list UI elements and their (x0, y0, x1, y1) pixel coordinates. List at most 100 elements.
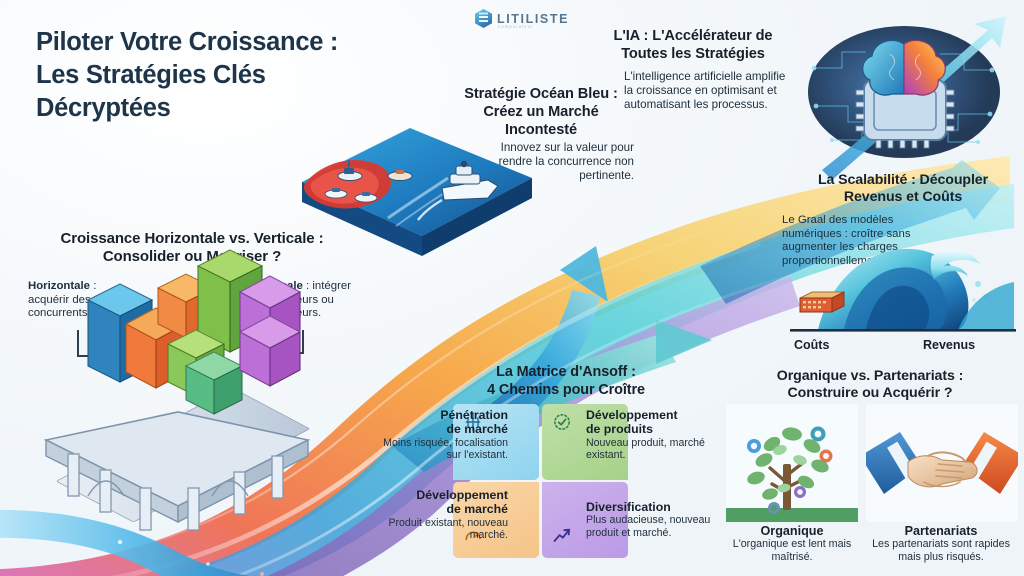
brain-icon (862, 39, 946, 96)
river-sparkle-3 (260, 572, 264, 576)
cost-box (799, 291, 845, 313)
ansoff-heading-1: La Matrice d'Ansoff : (496, 364, 636, 380)
growth-cubes-illustration (28, 249, 358, 550)
gear-icon-blue (747, 439, 761, 453)
devmarche-title-2: de marché (446, 502, 508, 517)
blue-ocean-illustration (302, 128, 532, 256)
ansoff-quadrant-penetration[interactable] (453, 404, 539, 480)
partenariats-caption-body: Les partenariats sont rapides mais plus … (872, 538, 1010, 563)
caption-organique: Organique L'organique est lent mais maît… (726, 524, 858, 563)
page-title: Piloter Votre Croissance : Les Stratégie… (36, 26, 366, 125)
ansoff-label-dev-marche: Développement de marché Produit existant… (358, 488, 508, 541)
devmarche-body: Produit existant, nouveau marché. (388, 516, 508, 541)
axis-label-couts: Coûts (794, 338, 830, 352)
platform-columns (43, 411, 311, 531)
partenariats-caption-title: Partenariats (904, 524, 978, 538)
ribbon-blue-arrowhead (560, 246, 608, 302)
org-heading-2: Construire ou Acquérir ? (787, 385, 953, 402)
scalability-wave-chart (790, 248, 1016, 332)
section-heading-ansoff: La Matrice d'Ansoff : 4 Chemins pour Cro… (430, 364, 702, 399)
cube-teal (184, 351, 244, 415)
section-heading-ocean-bleu: Stratégie Océan Bleu : Créez un Marché I… (448, 86, 634, 139)
brand-name: LITILISTE (497, 11, 570, 26)
section-heading-ia: L'IA : L'Accélérateur de Toutes les Stra… (592, 28, 794, 64)
devprod-body: Nouveau produit, marché existant. (586, 436, 705, 461)
isometric-cubes (86, 249, 302, 415)
section-body-ia: L'intelligence artificielle amplifie la … (624, 70, 786, 111)
cube-purple-bottom (238, 315, 302, 387)
organic-tree-illustration (726, 404, 858, 522)
data-river (0, 509, 252, 576)
boat-small-2 (354, 192, 378, 203)
ribbon-top-arrow (700, 160, 1000, 304)
river-sparkle-1 (117, 539, 123, 545)
partnership-handshake-illustration (866, 404, 1018, 522)
title-line-3: Décryptées (36, 94, 171, 123)
devmarche-title-1: Développement (416, 488, 508, 502)
org-heading-1: Organique vs. Partenariats : (776, 368, 964, 384)
caption-partenariats: Partenariats Les partenariats sont rapid… (862, 524, 1020, 563)
brand-logo: LITILISTE comparateur (475, 9, 570, 29)
ocean-surface (302, 128, 532, 236)
gear-icon-teal (810, 426, 826, 442)
speed-streak-2 (232, 274, 791, 576)
label-horizontale-term: Horizontale (28, 280, 91, 292)
ocean-heading-3: Incontesté (505, 121, 577, 138)
devprod-title-2: de produits (586, 422, 653, 437)
curved-arrow-icon (465, 531, 481, 541)
ansoff-label-penetration: Pénétration de marché Moins risquée, foc… (378, 408, 508, 461)
ia-heading-1: L'IA : L'Accélérateur de (613, 28, 773, 44)
ocean-heading-2: Créez un Marché (483, 103, 599, 120)
diversification-body: Plus audacieuse, nouveau produit et marc… (586, 514, 711, 539)
ai-chip-illustration (808, 16, 1006, 180)
section-body-ocean-bleu: Innovez sur la valeur pour rendre la con… (498, 141, 634, 182)
section-heading-organique: Organique vs. Partenariats : Construire … (724, 368, 1016, 403)
ansoff-quadrant-diversification[interactable] (542, 482, 628, 558)
boat-small-3 (337, 160, 363, 181)
diversification-title: Diversification (586, 500, 671, 514)
gear-icon-orange (819, 449, 833, 463)
ribbon-cool (168, 184, 1014, 576)
axis-label-revenus: Revenus (923, 338, 976, 352)
ia-heading-2: Toutes les Stratégies (621, 45, 765, 62)
title-line-1: Piloter Votre Croissance : (36, 28, 339, 56)
leader-line-left-v (77, 330, 79, 356)
organique-caption-body: L'organique est lent mais maîtrisé. (732, 538, 852, 563)
penetration-body: Moins risquée, focalisation sur l'exista… (383, 436, 508, 461)
check-badge-icon (554, 414, 570, 430)
ansoff-label-dev-produits: Développement de produits Nouveau produi… (586, 408, 716, 461)
section-heading-scalabilite: La Scalabilité : Découpler Revenus et Co… (790, 172, 1016, 207)
gear-icon-purple (794, 486, 806, 498)
brand-tagline: comparateur (498, 24, 534, 29)
boat-small-4 (387, 170, 413, 181)
label-horizontale-text: : acquérir des concurrents. (28, 280, 97, 320)
heading-line-1: Croissance Horizontale vs. Verticale : (60, 230, 324, 247)
label-horizontale: Horizontale : acquérir des concurrents. (28, 280, 124, 321)
section-body-scalabilite: Le Graal des modèles numériques : croîtr… (782, 214, 911, 268)
penetration-title-2: de marché (446, 422, 508, 437)
boat-small-1 (324, 188, 348, 199)
gear-icon-steel (768, 502, 780, 514)
penetration-title-1: Pénétration (440, 408, 508, 422)
hexagon-logo-icon (475, 9, 492, 28)
ansoff-quadrant-dev-marche[interactable] (453, 482, 539, 558)
ribbon-teal-arrowhead (656, 320, 712, 364)
ansoff-label-diversification: Diversification Plus audacieuse, nouveau… (586, 500, 716, 539)
ansoff-quadrant-dev-produits[interactable] (542, 404, 628, 480)
flagship-boat (417, 160, 499, 221)
chart-baseline (790, 329, 1016, 332)
crosshair-icon (465, 412, 481, 432)
wave-crest (930, 250, 980, 280)
ansoff-matrix (453, 404, 628, 560)
leader-line-right-v (302, 330, 304, 354)
trending-up-icon (553, 528, 571, 542)
ocean-side-right (422, 178, 532, 256)
ocean-heading-1: Stratégie Océan Bleu : (464, 86, 618, 102)
ansoff-heading-2: 4 Chemins pour Croître (487, 381, 645, 398)
devprod-title-1: Développement (586, 408, 678, 422)
scal-heading-1: La Scalabilité : Découpler (817, 172, 989, 188)
title-line-2: Les Stratégies Clés (36, 61, 266, 90)
river-sparkle-2 (206, 562, 210, 566)
organique-caption-title: Organique (760, 524, 824, 538)
